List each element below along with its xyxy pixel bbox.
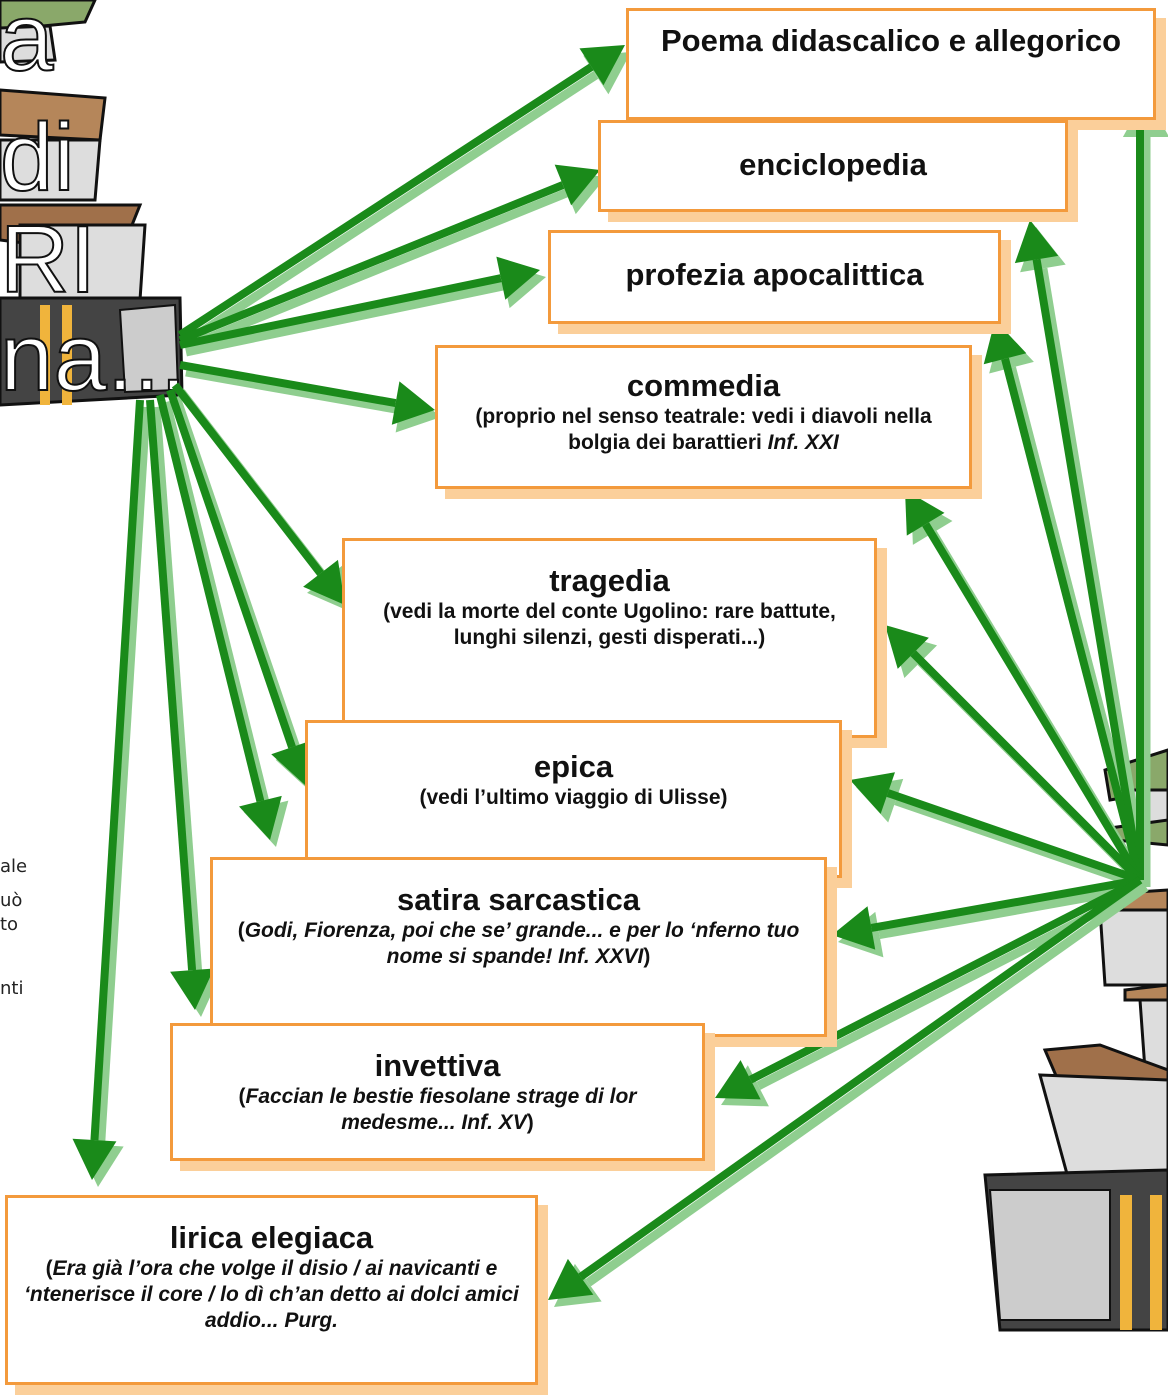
box-title: epica	[533, 749, 614, 784]
arrow-right-to-tragedia-head	[885, 625, 929, 669]
box-enciclopedia: enciclopedia	[598, 120, 1068, 212]
arrow-right-to-enciclopedia-head	[1014, 220, 1059, 264]
arrow-to-tragedia-shaft	[171, 382, 324, 576]
box-subtitle: (Era già l’ora che volge il disio / ai n…	[24, 1257, 519, 1332]
box-satira: satira sarcastica (Godi, Fiorenza, poi c…	[210, 857, 827, 1037]
box-subtitle: (Godi, Fiorenza, poi che se’ grande... e…	[237, 919, 800, 968]
arrow-right-to-lirica-shadow-shaft	[585, 883, 1149, 1287]
box-profezia: profezia apocalittica	[548, 230, 1001, 324]
arrow-to-epica-head	[271, 740, 313, 785]
arrow-right-to-enciclopedia-shaft	[1032, 258, 1144, 881]
arrow-to-enciclopedia-shadow-shaft	[184, 188, 569, 352]
box-title: lirica elegiaca	[169, 1220, 374, 1255]
box-title: tragedia	[549, 563, 670, 598]
arrow-to-satira-shadow-shaft	[161, 400, 271, 808]
side-text-fragment: nti	[0, 978, 24, 999]
arrow-to-poema-shaft	[177, 63, 594, 339]
arrow-right-to-profezia-shaft	[1001, 357, 1144, 882]
arrow-to-poema-head	[579, 45, 625, 86]
left-book-stack-icon	[0, 0, 184, 407]
arrow-to-lirica-head	[72, 1138, 117, 1180]
arrow-right-to-invettiva-shaft	[748, 876, 1142, 1084]
arrow-to-invettiva-shadow-shaft	[151, 406, 203, 976]
arrow-right-to-tragedia-shaft	[910, 650, 1143, 883]
arrow-to-tragedia-head	[303, 559, 345, 605]
arrow-to-profezia-shadow-shaft	[185, 281, 506, 357]
arrow-to-commedia-shadow-shaft	[185, 367, 401, 415]
right-book-stack-icon	[983, 748, 1168, 1332]
box-title: commedia	[626, 368, 781, 403]
arrow-right-to-lirica-shaft	[578, 876, 1143, 1281]
title-fragment: RI	[0, 206, 97, 313]
box-epica: epica (vedi l’ultimo viaggio di Ulisse)	[305, 720, 842, 878]
box-subtitle: (Faccian le bestie fiesolane strage di l…	[238, 1085, 637, 1134]
arrow-to-enciclopedia-shaft	[178, 181, 565, 344]
arrow-right-to-profezia-head	[983, 320, 1027, 365]
arrow-to-epica-shaft	[166, 388, 296, 749]
box-subtitle: (vedi l’ultimo viaggio di Ulisse)	[419, 786, 728, 809]
arrow-right-to-epica-head	[850, 772, 895, 814]
box-subtitle: (proprio nel senso teatrale: vedi i diav…	[475, 405, 932, 454]
arrow-to-lirica-shadow-shaft	[96, 406, 151, 1146]
arrow-right-to-epica-shaft	[886, 789, 1142, 884]
arrow-to-satira-head	[239, 795, 282, 840]
arrow-right-to-invettiva-head	[715, 1060, 761, 1100]
arrow-to-commedia-head	[391, 381, 435, 425]
arrow-right-to-satira-head	[832, 906, 876, 950]
box-title: enciclopedia	[739, 147, 927, 182]
box-title: invettiva	[374, 1048, 501, 1083]
arrow-to-profezia-head	[496, 256, 540, 300]
box-invettiva: invettiva (Faccian le bestie fiesolane s…	[170, 1023, 705, 1161]
box-title: Poema didascalico e allegorico	[660, 23, 1122, 58]
title-fragment: na...	[0, 304, 188, 411]
box-lirica: lirica elegiaca (Era già l’ora che volge…	[5, 1195, 538, 1385]
arrow-to-invettiva-head	[170, 968, 214, 1010]
box-poema: Poema didascalico e allegorico	[626, 8, 1156, 120]
arrow-right-to-epica-shadow-shaft	[894, 796, 1148, 892]
box-title: profezia apocalittica	[625, 257, 924, 292]
arrow-right-to-commedia-shaft	[922, 522, 1144, 883]
arrow-right-to-enciclopedia-shadow-shaft	[1038, 267, 1151, 888]
box-subtitle: (vedi la morte del conte Ugolino: rare b…	[383, 600, 836, 649]
arrow-right-to-satira-shaft	[870, 876, 1141, 932]
arrow-to-commedia-shaft	[179, 361, 397, 407]
title-fragment: a	[0, 0, 54, 91]
arrow-to-enciclopedia-head	[554, 164, 600, 206]
arrow-to-profezia-shaft	[179, 274, 502, 349]
arrow-to-lirica-shaft	[90, 399, 144, 1141]
side-text-fragment: uò	[0, 890, 23, 911]
arrow-to-satira-shaft	[156, 394, 265, 803]
arrow-right-to-lirica-head	[548, 1258, 594, 1300]
arrow-right-to-satira-shadow-shaft	[878, 882, 1147, 940]
box-commedia: commedia (proprio nel senso teatrale: ve…	[435, 345, 972, 489]
arrow-to-invettiva-shaft	[146, 399, 197, 971]
title-fragment: di	[0, 104, 76, 211]
side-text-fragment: to	[0, 914, 19, 935]
arrow-right-to-commedia-head	[905, 490, 945, 536]
side-text-fragment: ale	[0, 856, 28, 877]
box-title: satira sarcastica	[396, 882, 641, 917]
box-tragedia: tragedia (vedi la morte del conte Ugolin…	[342, 538, 877, 738]
arrow-to-poema-shadow-shaft	[183, 71, 599, 346]
